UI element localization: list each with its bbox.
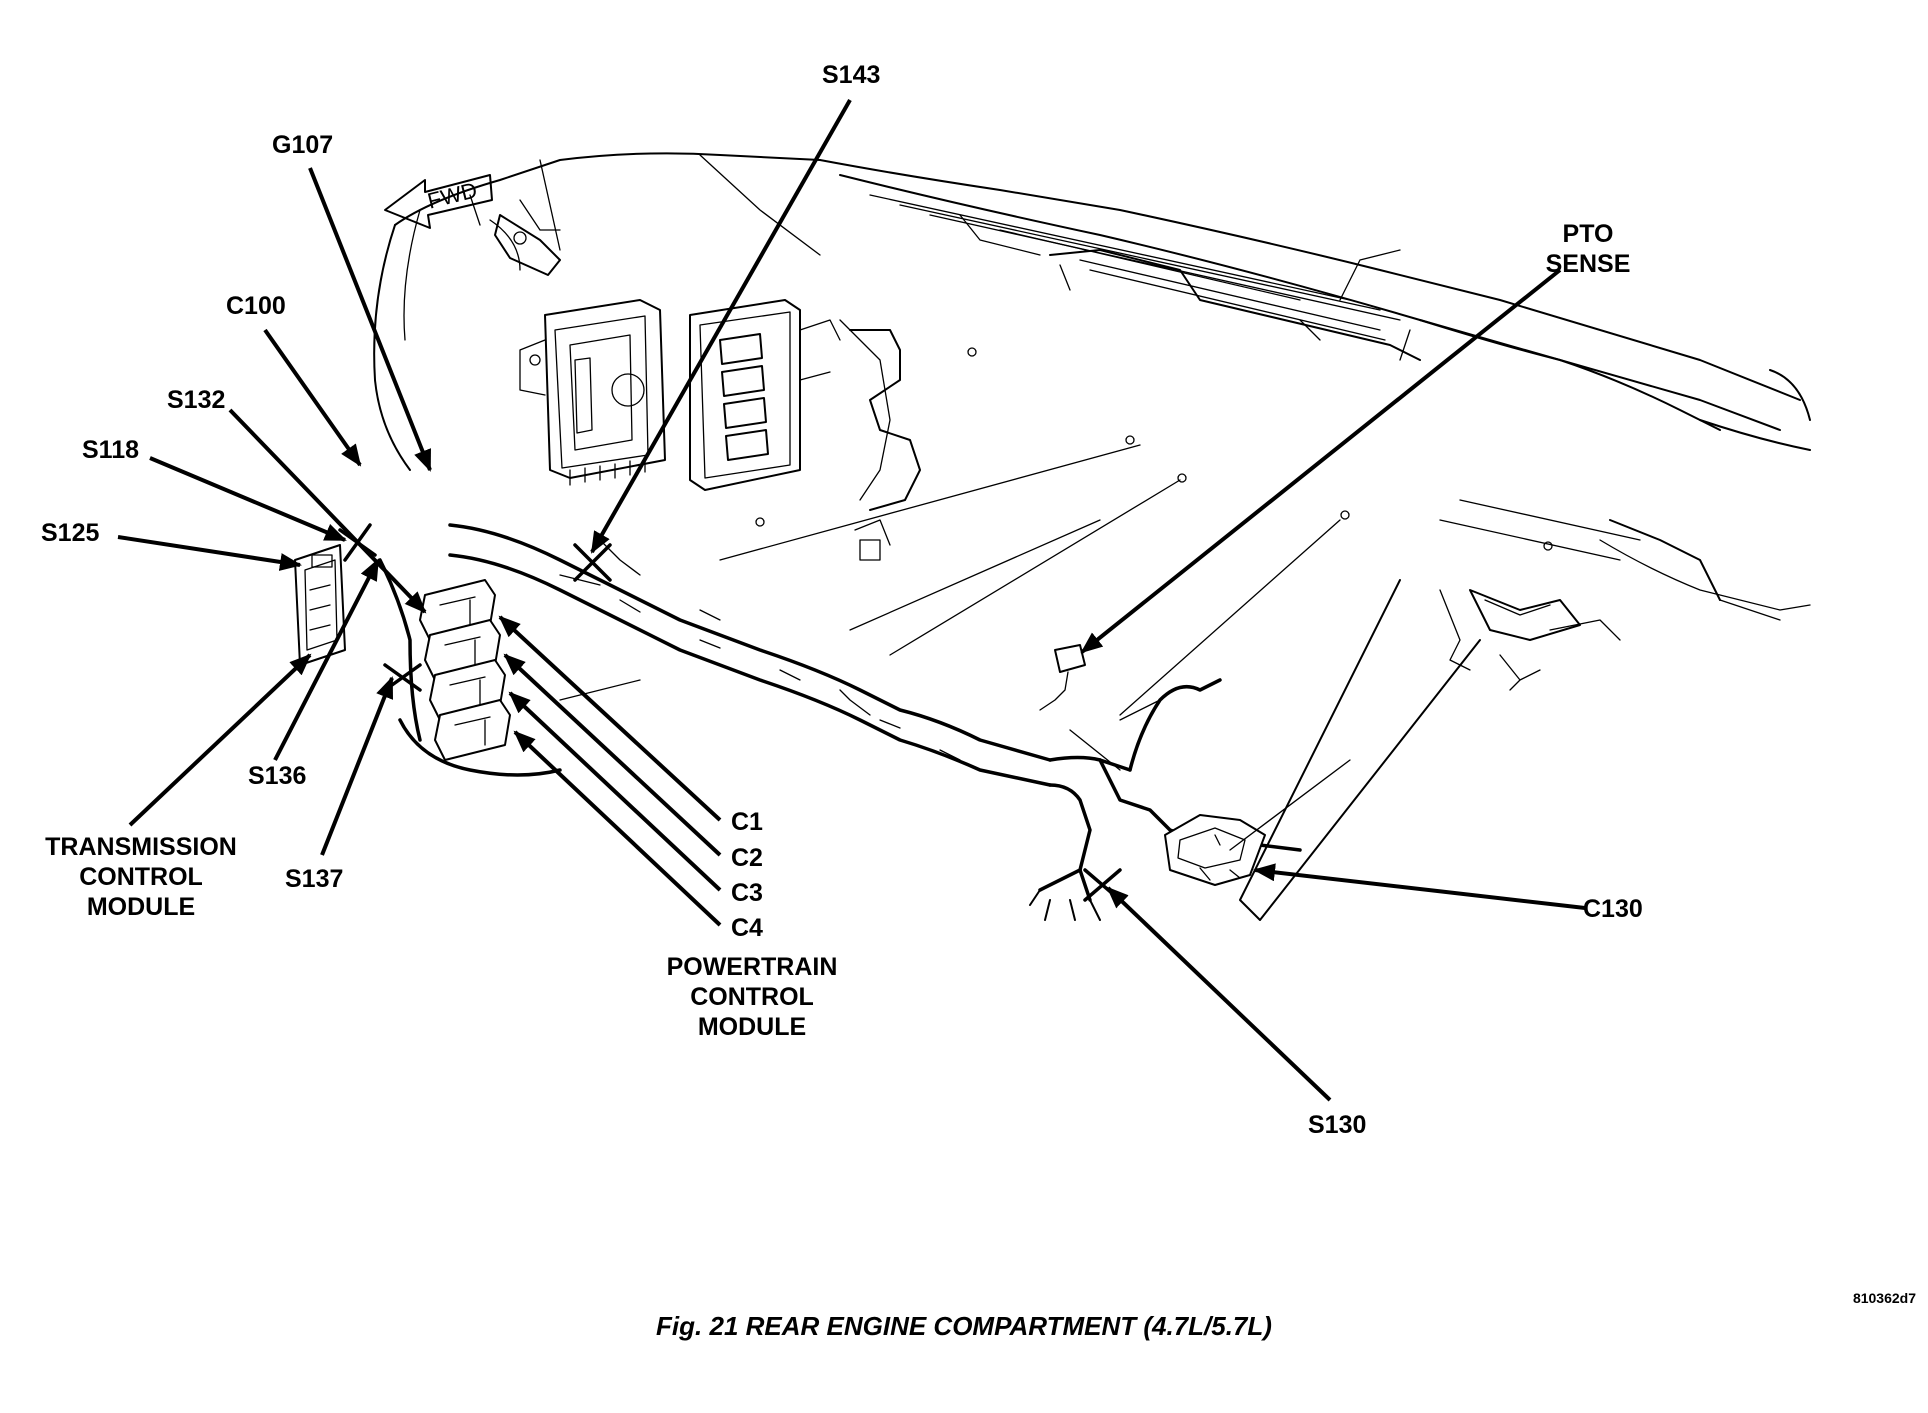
guide-lines <box>559 444 1351 851</box>
label-c100: C100 <box>226 292 286 320</box>
label-c3: C3 <box>731 879 763 907</box>
controller-box-left <box>519 299 666 486</box>
label-c2: C2 <box>731 844 763 872</box>
figure-caption: Fig. 21 REAR ENGINE COMPARTMENT (4.7L/5.… <box>656 1311 1272 1341</box>
pto-sense-connector <box>1039 644 1086 711</box>
label-c1: C1 <box>731 808 763 836</box>
reference-code: 810362d7 <box>1853 1290 1916 1306</box>
label-s130: S130 <box>1308 1111 1366 1139</box>
left-fender-apron <box>373 194 561 471</box>
right-bracket <box>1239 499 1811 921</box>
mounting-holes <box>755 347 1553 551</box>
leader-g107 <box>308 167 432 472</box>
leader-s130 <box>1106 886 1332 1102</box>
callout-leaders <box>117 99 1586 1102</box>
leader-c2 <box>503 653 722 857</box>
leader-s143 <box>590 99 852 554</box>
label-tcm-line1: TRANSMISSION <box>45 833 237 861</box>
label-pcm-line3: MODULE <box>698 1013 806 1041</box>
label-s125: S125 <box>41 519 99 547</box>
c130-connector <box>1164 814 1266 886</box>
vehicle-line-art: FWD <box>294 152 1811 921</box>
label-c130: C130 <box>1583 895 1643 923</box>
leader-s137 <box>320 676 394 856</box>
label-s137: S137 <box>285 865 343 893</box>
label-s143: S143 <box>822 61 880 89</box>
controller-box-center <box>689 299 921 561</box>
leader-pto-sense <box>1080 268 1562 654</box>
leader-s125 <box>117 535 302 571</box>
pcm-connector-stack <box>378 558 562 777</box>
label-pcm-line2: CONTROL <box>690 983 814 1011</box>
leader-c100 <box>263 328 362 467</box>
cowl-panel <box>394 152 1811 451</box>
leader-s132 <box>228 408 427 614</box>
label-tcm-line2: CONTROL <box>79 863 203 891</box>
label-g107: G107 <box>272 131 333 159</box>
label-c4: C4 <box>731 914 763 942</box>
leader-s136 <box>273 558 380 761</box>
label-pto-line2: SENSE <box>1546 250 1631 278</box>
leader-c4 <box>513 730 722 927</box>
leader-s118 <box>149 456 347 542</box>
label-s136: S136 <box>248 762 306 790</box>
leader-c1 <box>498 615 722 822</box>
label-s132: S132 <box>167 386 225 414</box>
fwd-label: FWD <box>425 177 480 213</box>
callout-labels: S143 G107 C100 S132 S118 S125 PTO SENSE … <box>41 61 1916 1341</box>
leader-c130 <box>1253 863 1586 910</box>
label-tcm-line3: MODULE <box>87 893 195 921</box>
leader-c3 <box>508 691 722 892</box>
label-pcm-line1: POWERTRAIN <box>667 953 838 981</box>
leader-tcm <box>128 653 312 827</box>
tcm-body <box>294 544 346 666</box>
label-s118: S118 <box>82 436 139 464</box>
label-pto-line1: PTO <box>1563 220 1614 248</box>
